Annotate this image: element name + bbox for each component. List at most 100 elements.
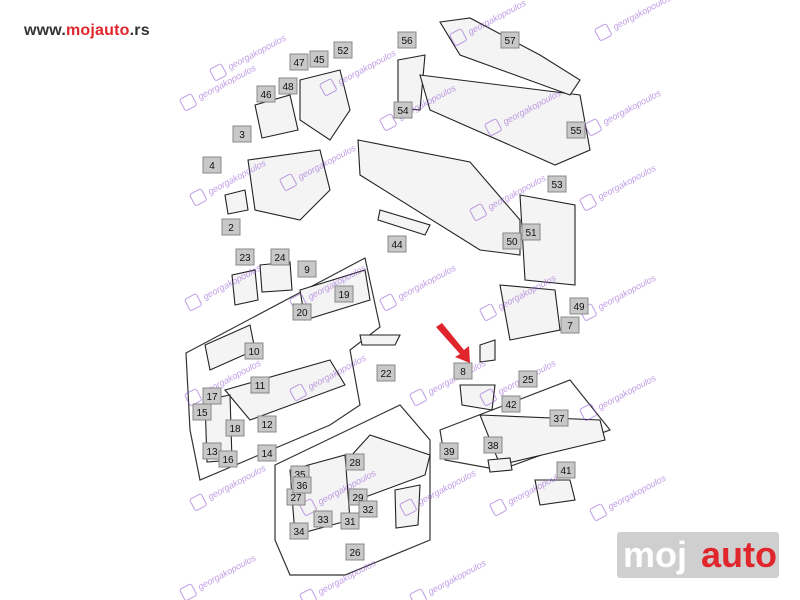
callout-box [439, 442, 459, 460]
watermark-logo-icon [579, 403, 597, 421]
callout-46[interactable]: 46 [256, 85, 276, 103]
callout-15[interactable]: 15 [192, 403, 212, 421]
callout-number: 26 [349, 548, 361, 559]
callout-14[interactable]: 14 [257, 444, 277, 462]
callout-number: 22 [380, 369, 392, 380]
callout-number: 14 [261, 449, 273, 460]
callout-box [278, 77, 298, 95]
callout-57[interactable]: 57 [500, 31, 520, 49]
callout-box [376, 364, 396, 382]
callout-number: 34 [293, 527, 305, 538]
watermark-logo-icon [319, 78, 337, 96]
part-shape-10 [499, 284, 561, 341]
callout-number: 25 [522, 375, 534, 386]
watermark-logo-icon [279, 173, 297, 191]
watermark-text: georgakopoulos [601, 88, 663, 127]
callout-31[interactable]: 31 [340, 512, 360, 530]
callout-41[interactable]: 41 [556, 461, 576, 479]
callout-48[interactable]: 48 [278, 77, 298, 95]
callout-28[interactable]: 28 [345, 453, 365, 471]
watermark-logo-icon [594, 23, 612, 41]
callout-8[interactable]: 8 [453, 362, 473, 380]
callout-24[interactable]: 24 [270, 248, 290, 266]
callout-box [256, 85, 276, 103]
callout-number: 10 [248, 347, 260, 358]
callout-number: 53 [551, 180, 563, 191]
callout-39[interactable]: 39 [439, 442, 459, 460]
callout-33[interactable]: 33 [313, 510, 333, 528]
callout-36[interactable]: 36 [292, 476, 312, 494]
callout-50[interactable]: 50 [502, 232, 522, 250]
callout-box [483, 436, 503, 454]
callout-54[interactable]: 54 [393, 101, 413, 119]
callout-26[interactable]: 26 [345, 543, 365, 561]
watermark-logo-icon [479, 388, 497, 406]
site-url[interactable]: www.mojauto.rs [24, 22, 150, 40]
part-shape-20 [359, 334, 401, 346]
callout-number: 29 [352, 493, 364, 504]
callout-34[interactable]: 34 [289, 522, 309, 540]
callout-45[interactable]: 45 [309, 50, 329, 68]
callout-17[interactable]: 17 [202, 387, 222, 405]
callout-7[interactable]: 7 [560, 316, 580, 334]
callout-box [309, 50, 329, 68]
callout-20[interactable]: 20 [292, 303, 312, 321]
watermark-text: georgakopoulos [606, 473, 668, 512]
callout-53[interactable]: 53 [547, 175, 567, 193]
callout-25[interactable]: 25 [518, 370, 538, 388]
logo-part2: auto [701, 534, 777, 575]
watermark-logo-icon [479, 303, 497, 321]
callout-number: 13 [206, 447, 218, 458]
callout-55[interactable]: 55 [566, 121, 586, 139]
callout-49[interactable]: 49 [569, 297, 589, 315]
callout-box [292, 476, 312, 494]
callout-box [257, 415, 277, 433]
callout-2[interactable]: 2 [221, 218, 241, 236]
callout-23[interactable]: 23 [235, 248, 255, 266]
callout-number: 44 [391, 240, 403, 251]
callout-42[interactable]: 42 [501, 395, 521, 413]
callout-37[interactable]: 37 [549, 409, 569, 427]
watermark-logo-icon [409, 588, 427, 600]
callout-4[interactable]: 4 [202, 156, 222, 174]
callout-box [387, 235, 407, 253]
callout-3[interactable]: 3 [232, 125, 252, 143]
callout-18[interactable]: 18 [225, 419, 245, 437]
callout-box [270, 248, 290, 266]
watermark-text: georgakopoulos [396, 263, 458, 302]
mojauto-logo: moj auto [617, 532, 779, 578]
callout-box [333, 41, 353, 59]
callout-number: 52 [337, 46, 349, 57]
part-shape-1 [299, 69, 351, 141]
callout-box [313, 510, 333, 528]
callout-11[interactable]: 11 [250, 376, 270, 394]
callout-22[interactable]: 22 [376, 364, 396, 382]
logo-part1: moj [623, 534, 688, 575]
callout-32[interactable]: 32 [358, 500, 378, 518]
watermark-logo-icon [184, 293, 202, 311]
callout-number: 18 [229, 424, 241, 435]
callout-9[interactable]: 9 [297, 260, 317, 278]
callout-number: 51 [525, 228, 537, 239]
watermark-logo-icon [469, 203, 487, 221]
callout-number: 38 [487, 441, 499, 452]
callout-44[interactable]: 44 [387, 235, 407, 253]
callout-52[interactable]: 52 [333, 41, 353, 59]
callout-13[interactable]: 13 [202, 442, 222, 460]
callout-number: 31 [344, 517, 356, 528]
callout-38[interactable]: 38 [483, 436, 503, 454]
callout-box [289, 53, 309, 71]
watermark-logo-icon [179, 583, 197, 600]
callout-10[interactable]: 10 [244, 342, 264, 360]
part-shape-4 [224, 189, 249, 215]
callout-16[interactable]: 16 [218, 450, 238, 468]
callout-12[interactable]: 12 [257, 415, 277, 433]
watermark-text: georgakopoulos [596, 373, 658, 412]
callout-47[interactable]: 47 [289, 53, 309, 71]
callout-56[interactable]: 56 [397, 31, 417, 49]
callout-51[interactable]: 51 [521, 223, 541, 241]
watermark-logo-icon [209, 63, 227, 81]
callout-number: 42 [505, 400, 517, 411]
callout-19[interactable]: 19 [334, 285, 354, 303]
